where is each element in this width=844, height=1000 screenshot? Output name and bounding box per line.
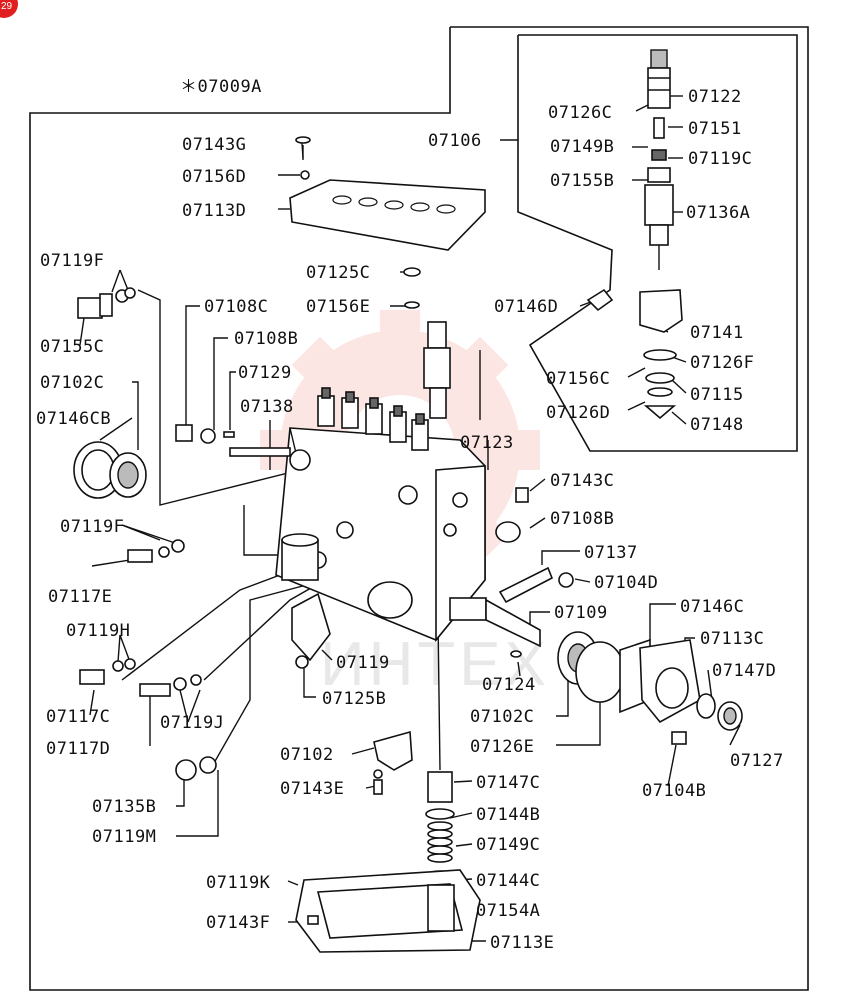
label-07113E: 07113E (490, 933, 554, 953)
label-07117C: 07117C (46, 707, 110, 727)
label-07138: 07138 (240, 397, 294, 417)
label-07119K: 07119K (206, 873, 271, 893)
label-07102C-bot: 07102C (470, 707, 534, 727)
label-07156D: 07156D (182, 167, 246, 187)
label-07102: 07102 (280, 745, 334, 765)
nozzle-holder-part (586, 49, 683, 420)
subassembly-frame (517, 34, 798, 452)
label-07113C: 07113C (700, 629, 764, 649)
fittings-top-part (403, 267, 451, 419)
label-07155B: 07155B (550, 171, 614, 191)
label-07148: 07148 (690, 415, 744, 435)
label-07108B-mid: 07108B (550, 509, 614, 529)
label-07119F-top: 07119F (40, 251, 104, 271)
label-07129: 07129 (238, 363, 292, 383)
label-07126F: 07126F (690, 353, 754, 373)
label-07143E: 07143E (280, 779, 344, 799)
label-07104B: 07104B (642, 781, 706, 801)
label-07119: 07119 (336, 653, 390, 673)
top-cover-part (289, 136, 486, 251)
label-07119F-mid: 07119F (60, 517, 124, 537)
watermark-text: ИНТЕХ (320, 630, 550, 699)
label-07147D: 07147D (712, 661, 776, 681)
label-07151: 07151 (688, 119, 742, 139)
label-07141: 07141 (690, 323, 744, 343)
label-07149B: 07149B (550, 137, 614, 157)
label-07136A: 07136A (686, 203, 750, 223)
label-07113D: 07113D (182, 201, 246, 221)
label-07119M: 07119M (92, 827, 156, 847)
label-07109: 07109 (554, 603, 608, 623)
right-fittings-part (449, 487, 743, 745)
label-07119C: 07119C (688, 149, 752, 169)
label-07102C-top: 07102C (40, 373, 104, 393)
label-07125B: 07125B (322, 689, 386, 709)
label-07126C: 07126C (548, 103, 612, 123)
label-07127: 07127 (730, 751, 784, 771)
label-07106: 07106 (428, 131, 482, 151)
label-07146D: 07146D (494, 297, 558, 317)
label-07155C: 07155C (40, 337, 104, 357)
label-07104D: 07104D (594, 573, 658, 593)
assembly-frame (29, 26, 809, 991)
label-07146CB: 07146CB (36, 409, 111, 429)
bottom-parts (295, 730, 481, 953)
page-badge (0, 0, 18, 18)
pump-body-part (275, 387, 486, 643)
part-labels: ＊07009A 07143G 07156D 07113D 07106 07122… (36, 77, 784, 953)
label-07146C: 07146C (680, 597, 744, 617)
assembly-label: ＊07009A (180, 77, 262, 97)
label-07124: 07124 (482, 675, 536, 695)
label-07144C: 07144C (476, 871, 540, 891)
label-07137: 07137 (584, 543, 638, 563)
label-07126D: 07126D (546, 403, 610, 423)
label-07147C: 07147C (476, 773, 540, 793)
label-07119J: 07119J (160, 713, 224, 733)
label-07108B-top: 07108B (234, 329, 298, 349)
left-fittings-part (73, 287, 331, 781)
label-07123: 07123 (460, 433, 514, 453)
label-07117D: 07117D (46, 739, 110, 759)
label-07156E: 07156E (306, 297, 370, 317)
label-07135B: 07135B (92, 797, 156, 817)
label-07119H: 07119H (66, 621, 130, 641)
label-07125C: 07125C (306, 263, 370, 283)
label-07117E: 07117E (48, 587, 112, 607)
label-07108C: 07108C (204, 297, 268, 317)
label-07115: 07115 (690, 385, 744, 405)
label-07156C: 07156C (546, 369, 610, 389)
label-07143F: 07143F (206, 913, 270, 933)
label-07144B: 07144B (476, 805, 540, 825)
label-07122: 07122 (688, 87, 742, 107)
label-07154A: 07154A (476, 901, 540, 921)
label-07149C: 07149C (476, 835, 540, 855)
label-07126E: 07126E (470, 737, 534, 757)
page-badge-text: 29 (1, 1, 13, 12)
label-07143G: 07143G (182, 135, 246, 155)
label-07143C: 07143C (550, 471, 614, 491)
